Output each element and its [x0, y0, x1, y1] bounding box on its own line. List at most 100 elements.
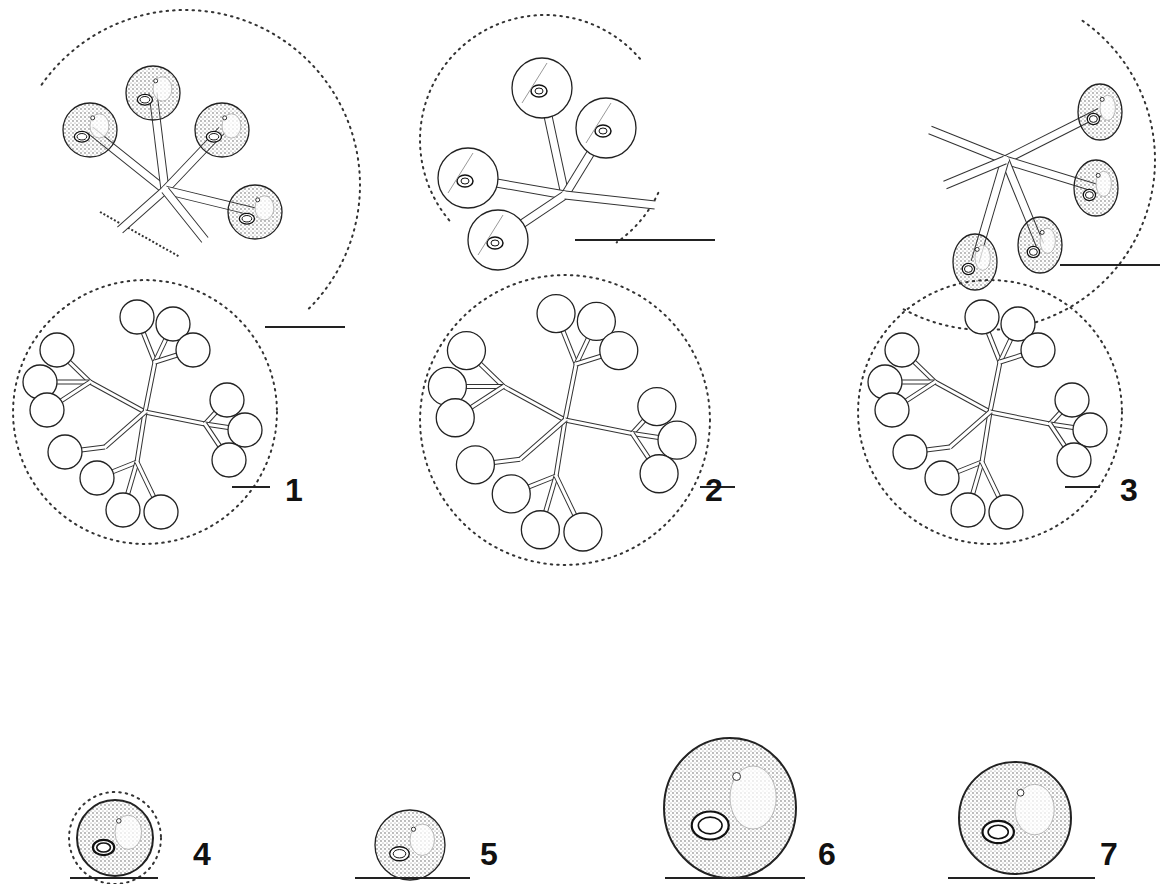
colony-detail — [42, 10, 360, 309]
cell — [375, 810, 445, 880]
cell — [512, 58, 572, 118]
cell — [885, 333, 919, 367]
pyrenoid — [586, 103, 611, 143]
stalk — [565, 420, 632, 433]
stalk-inner — [930, 130, 1005, 160]
single-cell — [375, 810, 445, 880]
stalk — [165, 130, 222, 190]
stalk — [565, 364, 576, 420]
colony-envelope — [69, 792, 161, 884]
stalk-inner — [565, 364, 576, 420]
cell — [228, 413, 262, 447]
stalk-inner — [165, 130, 222, 190]
cut-line — [100, 212, 180, 257]
stalk-inner — [120, 190, 165, 230]
stalk — [145, 362, 155, 412]
stalk — [120, 190, 165, 230]
cell — [492, 475, 530, 513]
colony — [13, 280, 277, 544]
cell — [600, 332, 638, 370]
cell — [63, 103, 117, 157]
stalk — [945, 160, 1005, 185]
cell — [959, 762, 1071, 874]
figure-number: 5 — [480, 838, 498, 870]
stalk — [930, 130, 1005, 160]
single-cell — [664, 738, 796, 878]
cell — [212, 443, 246, 477]
single-cell — [959, 762, 1071, 874]
stalk — [145, 412, 205, 424]
cell — [40, 333, 74, 367]
stalk-inner — [990, 362, 1000, 412]
figure-number: 1 — [285, 474, 303, 506]
cell — [521, 511, 559, 549]
colony-envelope — [858, 280, 1122, 544]
stalk-inner — [145, 362, 155, 412]
cell — [30, 393, 64, 427]
stalk — [935, 382, 990, 412]
stalk — [950, 412, 990, 447]
colony-envelope — [420, 275, 710, 565]
cell — [228, 185, 282, 239]
scale-bar — [70, 877, 158, 879]
pyrenoid — [448, 153, 473, 193]
cell — [77, 800, 153, 876]
stalk — [165, 190, 205, 240]
stalk-inner — [565, 420, 632, 433]
cell — [438, 148, 498, 208]
scale-bar — [948, 877, 1095, 879]
cell — [80, 461, 114, 495]
figure-number: 3 — [1120, 474, 1138, 506]
cell — [564, 513, 602, 551]
cell — [456, 446, 494, 484]
stalk-inner — [990, 412, 1050, 424]
cell — [176, 333, 210, 367]
stalk-inner — [950, 412, 990, 447]
stalk — [90, 382, 145, 412]
stalk — [520, 420, 565, 459]
cell — [1074, 160, 1118, 216]
stalk-inner — [165, 190, 205, 240]
scale-bar — [1060, 264, 1160, 266]
colony-detail — [900, 21, 1155, 330]
cell — [106, 493, 140, 527]
cell — [951, 493, 985, 527]
stalk-inner — [935, 382, 990, 412]
cell — [1018, 217, 1062, 273]
cell — [1078, 84, 1122, 140]
scale-bar — [1065, 486, 1100, 488]
cell — [1073, 413, 1107, 447]
colony-envelope — [900, 21, 1155, 330]
scale-bar — [265, 326, 345, 328]
cell — [893, 435, 927, 469]
cell — [120, 300, 154, 334]
colony — [420, 275, 710, 565]
colony — [858, 280, 1122, 544]
cell — [1021, 333, 1055, 367]
pyrenoid — [522, 63, 547, 103]
stalk — [990, 362, 1000, 412]
cell — [210, 383, 244, 417]
colony-envelope — [13, 280, 277, 544]
stalk — [105, 412, 145, 447]
stalk-inner — [945, 160, 1005, 185]
cell — [640, 455, 678, 493]
scale-bar — [355, 877, 470, 879]
cell — [989, 495, 1023, 529]
colony-detail — [420, 15, 658, 270]
figure-number: 4 — [193, 838, 211, 870]
stalk-inner — [90, 382, 145, 412]
stalk-inner — [145, 412, 205, 424]
stalk-inner — [565, 195, 655, 205]
scale-bar — [232, 486, 270, 488]
colony-envelope — [420, 15, 641, 220]
stalk-inner — [520, 420, 565, 459]
cell — [965, 300, 999, 334]
pyrenoid — [478, 215, 503, 255]
stalk — [565, 195, 655, 205]
figure-number: 2 — [705, 474, 723, 506]
cell — [664, 738, 796, 878]
scale-bar — [665, 877, 805, 879]
cell — [576, 98, 636, 158]
